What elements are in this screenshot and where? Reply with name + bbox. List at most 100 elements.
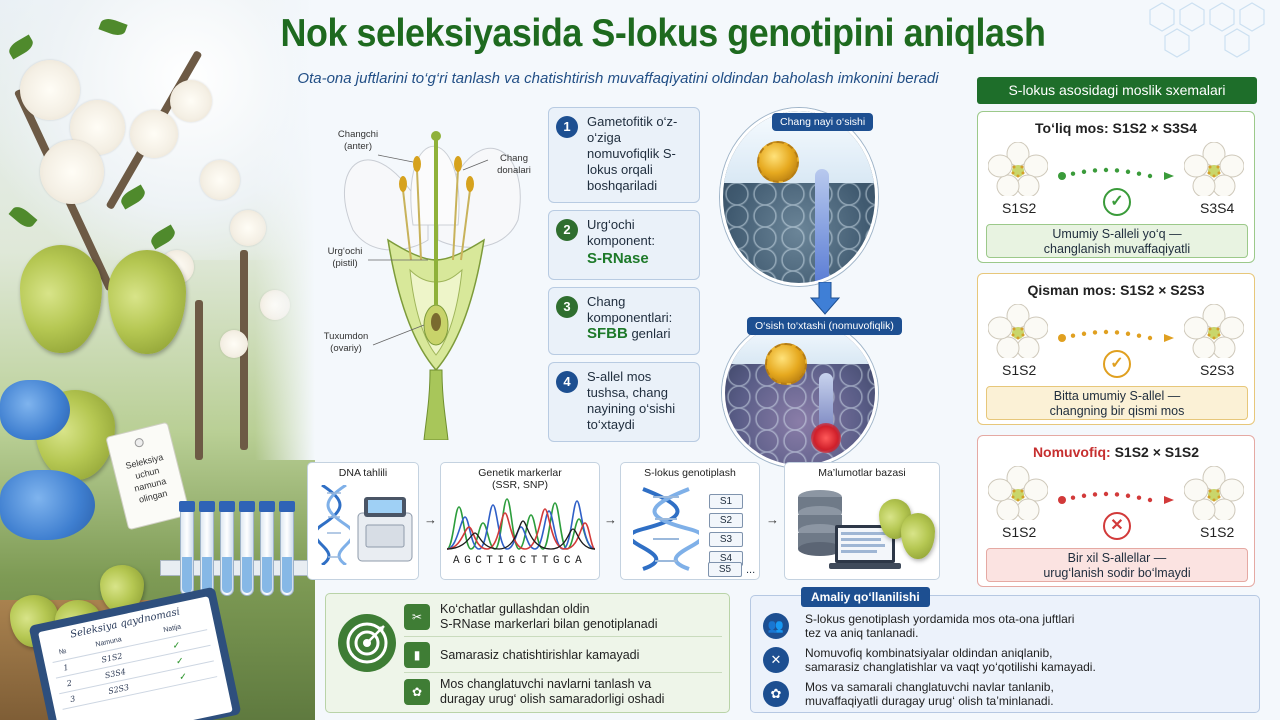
row-number: 1 bbox=[62, 662, 70, 673]
compat-title: Nomuvofiq: S1S2 × S1S2 bbox=[978, 444, 1254, 460]
chart-icon: ▮ bbox=[404, 642, 430, 668]
step-4: 4 S-allel mos tushsa, chang nayining o‘s… bbox=[548, 362, 700, 442]
workflow-title: DNA tahlili bbox=[338, 467, 388, 479]
arrow-right-icon: → bbox=[424, 512, 437, 527]
cell-texture bbox=[725, 364, 875, 465]
compat-cross: S1S2 × S3S4 bbox=[1112, 120, 1197, 136]
blossom bbox=[200, 160, 240, 200]
target-graphic bbox=[346, 622, 388, 664]
genotype-left: S1S2 bbox=[1002, 362, 1037, 378]
workflow-title: Genetik markerlar (SSR, SNP) bbox=[478, 467, 562, 491]
application-text: Nomuvofiq kombinatsiyalar oldindan aniql… bbox=[805, 646, 1096, 674]
workflow-title: S-lokus genotiplash bbox=[644, 467, 736, 479]
blossom bbox=[40, 140, 104, 204]
flower-right bbox=[1183, 141, 1245, 198]
step-keyword: S-RNase bbox=[587, 250, 649, 267]
workflow-database: Ma’lumotlar bazasi bbox=[784, 462, 940, 580]
pollen-path-icon bbox=[1058, 491, 1174, 504]
label-tube-growth: Chang nayi o‘sishi bbox=[772, 113, 874, 131]
step-keyword: SFBB bbox=[587, 325, 628, 342]
benefit-row: ✂ Ko‘chatlar gullashdan oldin S-RNase ma… bbox=[404, 602, 722, 632]
test-tube bbox=[259, 501, 275, 596]
application-row: 👥 S-lokus genotiplash yordamida mos ota-… bbox=[763, 612, 1253, 640]
step-text-after: genlari bbox=[627, 326, 671, 341]
step-number: 3 bbox=[556, 296, 578, 318]
pear-fruit bbox=[108, 250, 186, 354]
genotype-right: S2S3 bbox=[1200, 362, 1235, 378]
pear-fruit bbox=[20, 245, 102, 353]
genotype-left: S1S2 bbox=[1002, 200, 1037, 216]
test-tube bbox=[219, 501, 235, 596]
flower-icon: ✿ bbox=[404, 679, 430, 705]
row-number: 3 bbox=[69, 694, 77, 705]
flower-icon bbox=[1183, 465, 1245, 522]
page-subtitle: Ota-ona juftlarini to‘g‘ri tanlash va ch… bbox=[297, 70, 939, 87]
blossom bbox=[220, 330, 248, 358]
flower-icon bbox=[1183, 141, 1245, 198]
flower-icon bbox=[987, 303, 1049, 360]
compat-keyword: To‘liq mos: bbox=[1035, 120, 1109, 136]
compat-title: Qisman mos: S1S2 × S2S3 bbox=[978, 282, 1254, 298]
dna-sequence: AGCTIGCTTGCA bbox=[453, 555, 587, 567]
compat-keyword: Nomuvofiq: bbox=[1032, 444, 1111, 460]
down-arrow-icon bbox=[810, 282, 840, 315]
benefit-row: ▮ Samarasiz chatishtirishlar kamayadi bbox=[404, 642, 722, 668]
target-icon bbox=[338, 614, 396, 672]
compat-result: Umumiy S-alleli yo‘q — changlanish muvaf… bbox=[986, 224, 1248, 258]
gloved-hand bbox=[0, 380, 70, 440]
gloved-hand bbox=[0, 470, 95, 540]
allele-box: S3 bbox=[709, 532, 743, 547]
step-text: Urg‘ochi komponent: bbox=[587, 217, 655, 248]
test-tubes bbox=[170, 490, 315, 600]
flower-icon bbox=[987, 141, 1049, 198]
photo-fade bbox=[255, 0, 315, 460]
compat-keyword: Qisman mos: bbox=[1027, 282, 1117, 298]
page-title: Nok seleksiyasida S-lokus genotipini ani… bbox=[280, 12, 1046, 55]
step-number: 2 bbox=[556, 219, 578, 241]
compat-cross: S1S2 × S1S2 bbox=[1114, 444, 1200, 460]
people-icon: 👥 bbox=[763, 613, 789, 639]
blossom bbox=[20, 60, 80, 120]
check-icon: ✓ bbox=[1103, 188, 1131, 216]
test-tube bbox=[179, 501, 195, 596]
step-text: S-allel mos tushsa, chang nayining o‘sis… bbox=[587, 369, 676, 432]
application-text: Mos va samarali changlatuvchi navlar tan… bbox=[805, 680, 1054, 708]
compat-panel-title: S-lokus asosidagi moslik sxemalari bbox=[977, 77, 1257, 104]
flower-left bbox=[987, 141, 1049, 198]
flower-cross-section bbox=[343, 131, 521, 440]
dna-icon: ✂ bbox=[404, 604, 430, 630]
chromatogram-icon bbox=[447, 498, 595, 550]
flower-left bbox=[987, 303, 1049, 360]
dna-helix-icon bbox=[318, 485, 350, 565]
divider bbox=[404, 636, 722, 637]
benefit-text: Mos changlatuvchi navlarni tanlash va du… bbox=[440, 677, 665, 706]
database-icon bbox=[798, 490, 842, 556]
applications-title: Amaliy qo‘llanilishi bbox=[801, 587, 930, 607]
application-row: ✿ Mos va samarali changlatuvchi navlar t… bbox=[763, 680, 1253, 708]
sequencer-machine-icon bbox=[357, 497, 413, 562]
tag-text: Seleksiya uchun namuna olingan bbox=[124, 451, 169, 505]
flower-icon bbox=[1183, 303, 1245, 360]
flower-left bbox=[987, 465, 1049, 522]
pollen-path-icon bbox=[1058, 167, 1174, 180]
flower-icon bbox=[987, 465, 1049, 522]
dna-helix-icon bbox=[633, 487, 699, 571]
allele-box: S5 bbox=[708, 562, 742, 577]
flower-icon: ✿ bbox=[763, 681, 789, 707]
workflow-genetic-markers: Genetik markerlar (SSR, SNP) AGCTIGCTTGC… bbox=[440, 462, 600, 580]
step-1: 1 Gametofitik o‘z-o‘ziga nomuvofiqlik S-… bbox=[548, 107, 700, 203]
flower-right bbox=[1183, 303, 1245, 360]
growth-arrest-image bbox=[722, 318, 878, 468]
step-3: 3 Chang komponentlari: SFBB genlari bbox=[548, 287, 700, 355]
label-pollen: Chang donalari bbox=[497, 153, 531, 176]
test-tube bbox=[239, 501, 255, 596]
arrow-right-icon: → bbox=[766, 512, 779, 527]
genotype-right: S3S4 bbox=[1200, 200, 1235, 216]
allele-box: S1 bbox=[709, 494, 743, 509]
pollen-tube bbox=[815, 169, 829, 283]
divider bbox=[404, 672, 722, 673]
benefit-text: Ko‘chatlar gullashdan oldin S-RNase mark… bbox=[440, 602, 658, 631]
